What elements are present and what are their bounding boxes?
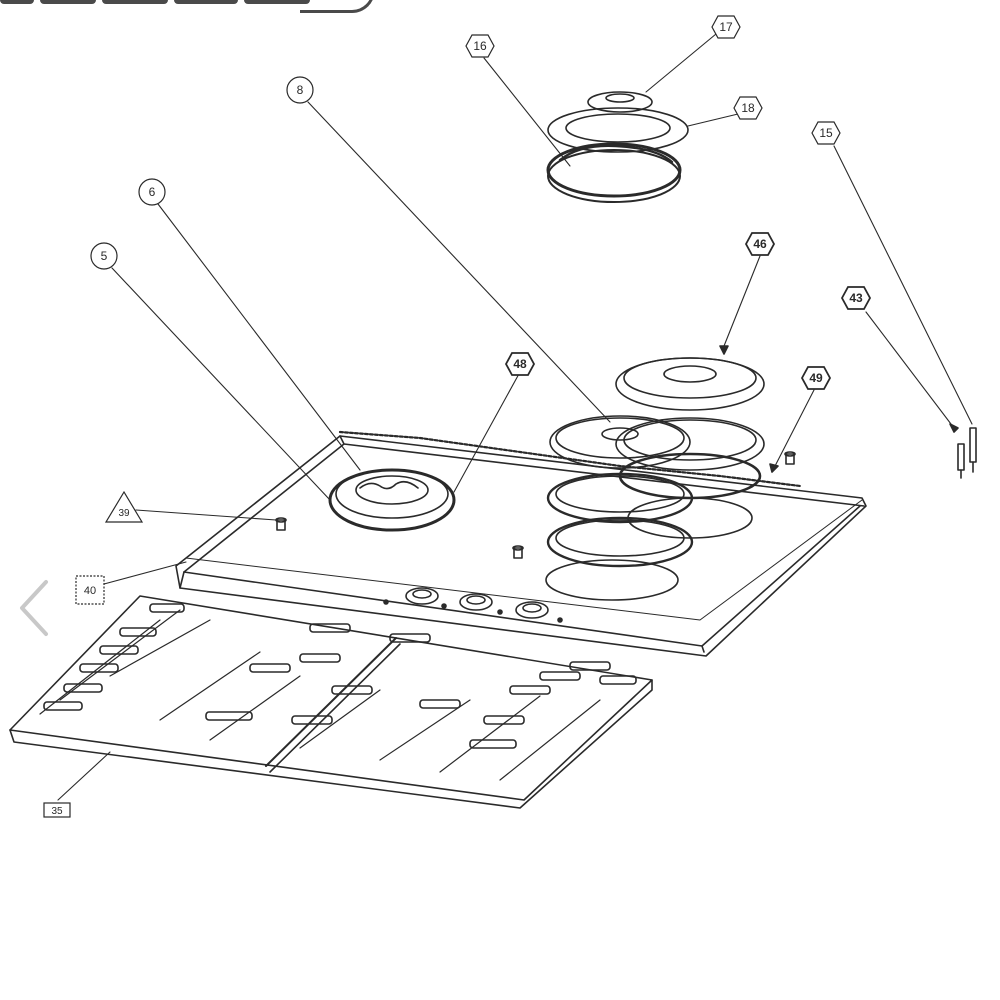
callout-40: 40 [84,585,96,597]
toolbar-tab[interactable] [102,0,168,4]
callout-5: 5 [101,249,108,263]
callout-8: 8 [297,83,304,97]
callout-49-shape [800,366,832,390]
callout-48: 48 [513,357,527,371]
callout-39-shape [104,490,144,523]
callout-15: 15 [819,126,833,140]
callout-43-shape [840,286,872,310]
callout-49: 49 [809,371,823,385]
callout-5-shape [90,242,118,270]
control-knob [405,587,439,605]
callout-6-shape [138,178,166,206]
callout-35: 35 [51,806,63,817]
wok-burner [546,91,689,203]
callout-15-shape [811,121,841,145]
callout-16-shape [465,34,495,58]
callout-39: 39 [118,508,130,519]
callout-40-shape [75,575,105,605]
burner-middle [546,415,694,568]
toolbar-tab[interactable] [0,0,34,4]
callout-17-shape [711,15,741,39]
toolbar-tab[interactable] [244,0,310,4]
callout-43: 43 [849,291,863,305]
screw [512,545,524,559]
callout-8-shape [286,76,314,104]
callout-17: 17 [719,20,733,34]
callout-46-shape [744,232,776,256]
pan-support-grates [9,595,653,809]
burner-right [615,357,765,500]
leader-lines [57,33,973,801]
callout-6: 6 [149,185,156,199]
callout-18: 18 [741,101,755,115]
control-knob [515,601,549,619]
callout-16: 16 [473,39,487,53]
hob-top-plate [175,430,867,657]
callout-35-shape [43,802,71,818]
thermocouple [957,427,977,479]
callout-48-shape [504,352,536,376]
chevron-left-icon [20,580,48,636]
prev-image-button[interactable] [14,578,54,638]
control-knob [459,593,493,611]
callout-18-shape [733,96,763,120]
screw [784,451,796,465]
toolbar-tab[interactable] [174,0,238,4]
callout-46: 46 [753,237,767,251]
toolbar-tab[interactable] [40,0,96,4]
